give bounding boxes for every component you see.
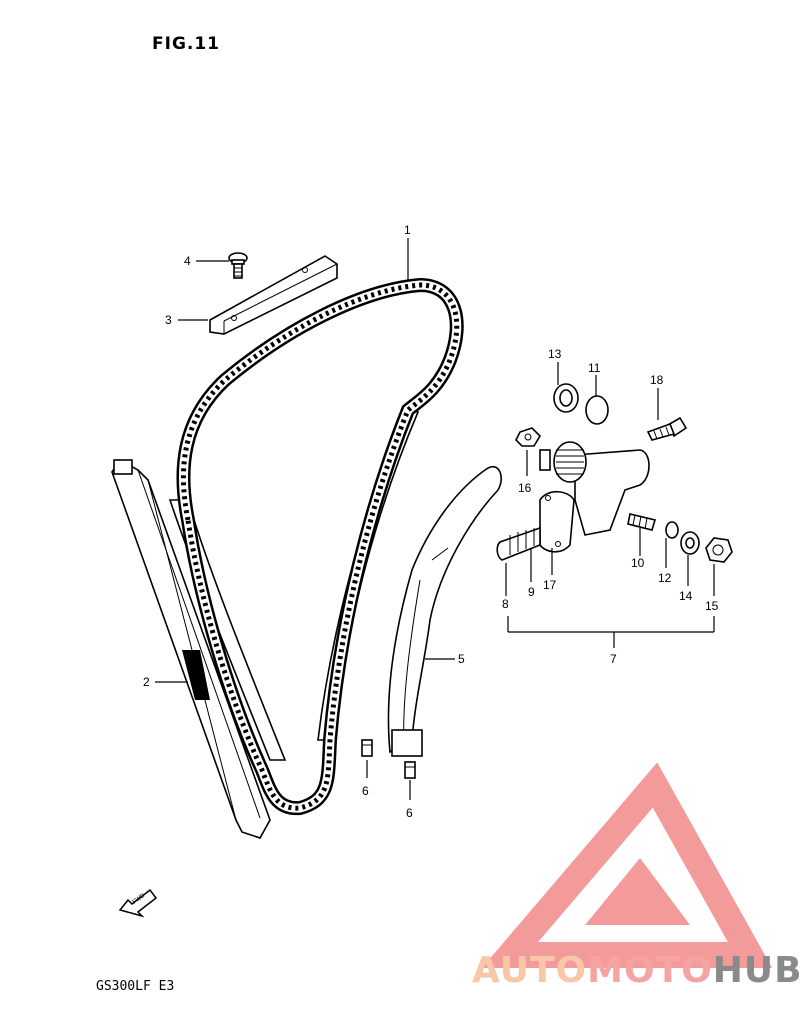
callout-11: 11 xyxy=(588,361,601,375)
callout-2: 2 xyxy=(143,675,150,689)
part-14-washer xyxy=(680,531,700,555)
callout-5: 5 xyxy=(458,652,465,666)
callout-16: 16 xyxy=(518,481,532,495)
part-3-chain-guide-plate xyxy=(209,255,338,335)
watermark-text-part1: AUTO xyxy=(472,950,588,991)
part-6-pin-left xyxy=(361,739,373,757)
part-5-tensioner-guide xyxy=(387,465,502,757)
fwd-arrow-icon: FWD xyxy=(118,888,158,918)
callout-9: 9 xyxy=(528,585,535,599)
callout-6b: 6 xyxy=(406,806,413,820)
model-code: GS300LF E3 xyxy=(96,979,175,994)
tensioner-assembly xyxy=(496,441,657,561)
watermark-text: AUTOMOTOHUB xyxy=(472,950,800,991)
callout-3: 3 xyxy=(165,313,172,327)
callout-12: 12 xyxy=(658,571,672,585)
callout-13: 13 xyxy=(548,347,562,361)
part-2-rear-guide xyxy=(111,458,271,839)
callout-7: 7 xyxy=(610,652,617,666)
part-11-o-ring xyxy=(585,395,609,425)
part-15-cap-nut xyxy=(705,537,733,563)
figure-title: FIG.11 xyxy=(152,34,221,54)
callout-8: 8 xyxy=(502,597,509,611)
callout-17: 17 xyxy=(543,578,557,592)
callout-1: 1 xyxy=(404,223,411,237)
callout-14: 14 xyxy=(679,589,693,603)
part-6-pin-right xyxy=(404,761,416,779)
callout-6a: 6 xyxy=(362,784,369,798)
watermark-text-part2: MOTO xyxy=(587,950,713,991)
part-18-bolt xyxy=(646,416,688,441)
part-12-washer xyxy=(665,521,679,539)
part-1-cam-chain xyxy=(176,277,464,816)
watermark-logo xyxy=(481,762,773,968)
watermark-text-part3: HUB xyxy=(712,950,800,991)
callout-10: 10 xyxy=(631,556,645,570)
callout-15: 15 xyxy=(705,599,719,613)
part-4-bolt xyxy=(228,252,248,279)
part-13-oil-seal xyxy=(553,383,579,413)
part-16-nut xyxy=(515,427,542,447)
leader-lines xyxy=(155,238,715,800)
callout-4: 4 xyxy=(184,254,191,268)
callout-18: 18 xyxy=(650,373,664,387)
